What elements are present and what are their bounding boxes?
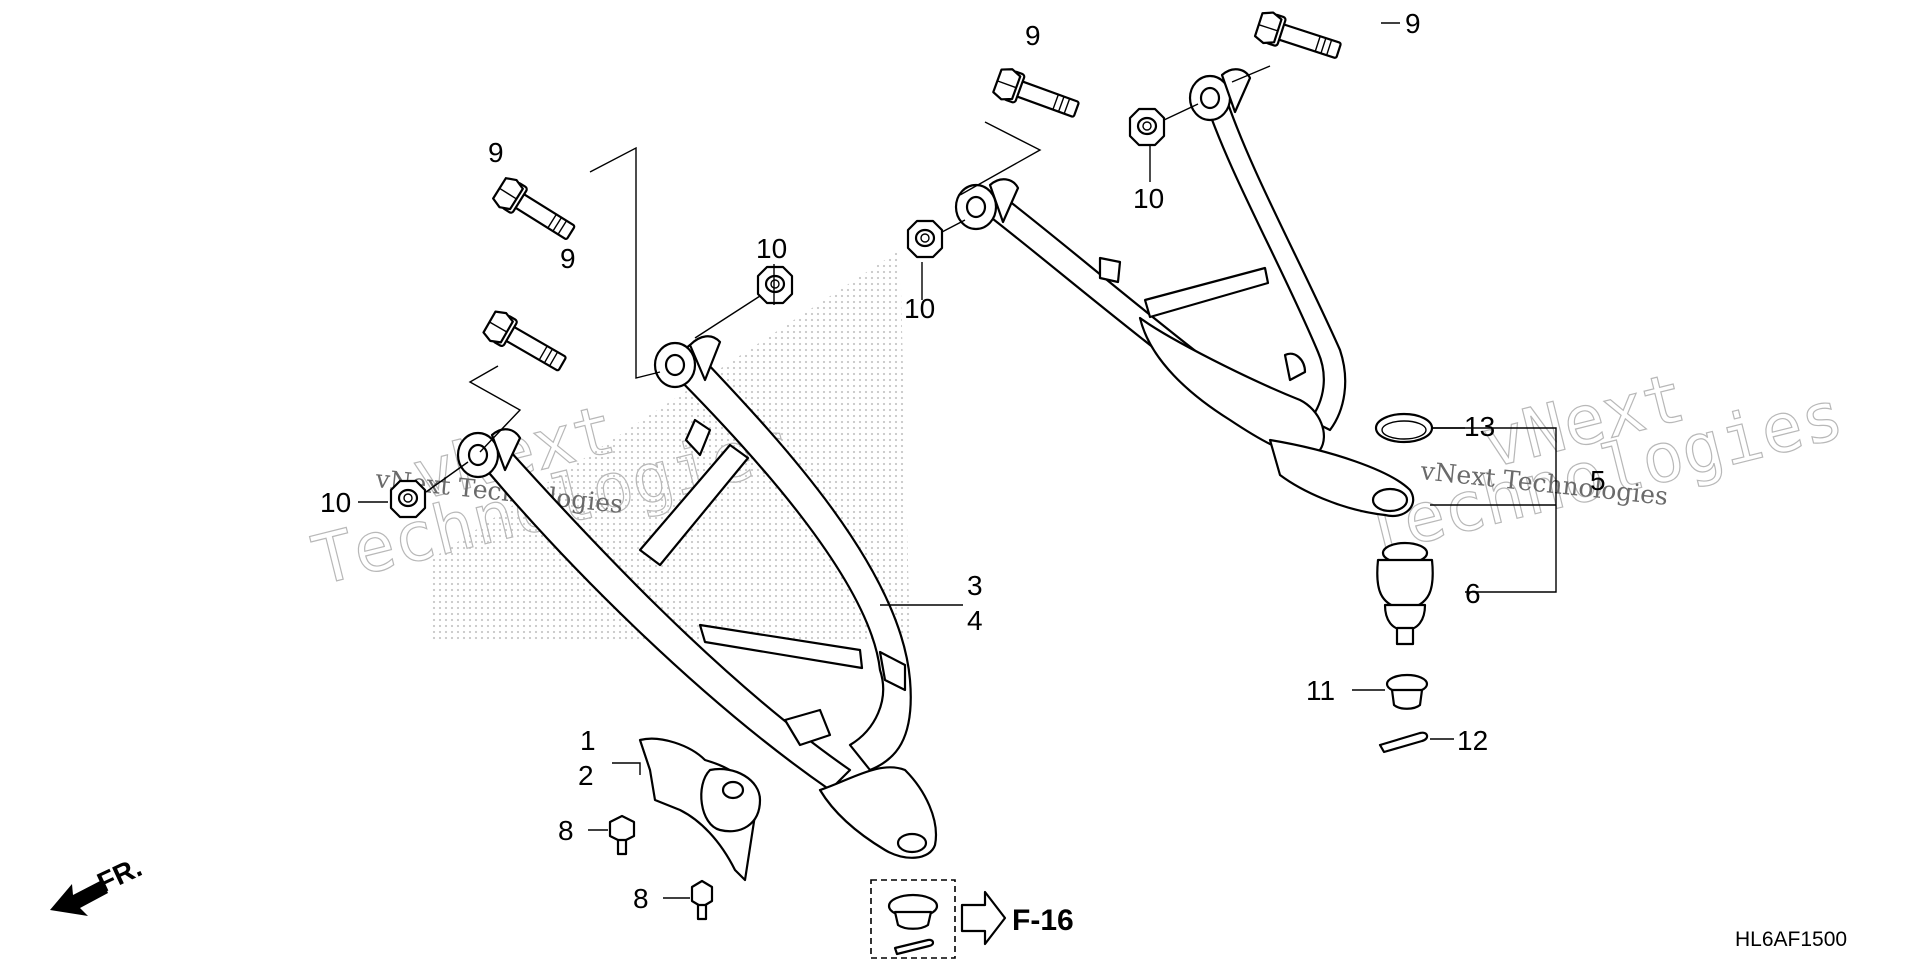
reference-arrow-icon: [960, 890, 1007, 946]
snap-ring: [1374, 412, 1434, 444]
bolt-9-c: [990, 64, 1083, 126]
bolt-8-upper: [608, 814, 636, 856]
callout-1: 1: [580, 725, 596, 756]
reference-f16: F-16: [870, 879, 1074, 959]
callout-13: 13: [1464, 411, 1495, 442]
callout-10-upper-front: 10: [1133, 183, 1164, 214]
bolt-8-lower: [690, 879, 714, 921]
callout-6: 6: [1465, 578, 1481, 609]
front-arrow-icon: [50, 880, 108, 916]
callout-9-c: 9: [1025, 20, 1041, 51]
callout-labels: 1 2 3 4 5 6 8 8 9 9 9 9 10 10 10 10 11 1…: [320, 8, 1606, 914]
upper-arm: [954, 68, 1415, 518]
callout-8-lower: 8: [633, 883, 649, 914]
nut-10-left: [389, 479, 427, 519]
front-marker: FR.: [50, 851, 146, 916]
callout-10-left: 10: [320, 487, 351, 518]
skid-guard: [638, 737, 762, 882]
watermark: vNext Technologies vNext Technologies vN…: [304, 250, 1851, 640]
nut-10-center: [756, 265, 794, 305]
nut-10-upper-rear: [906, 219, 944, 259]
nut-10-upper-front: [1128, 107, 1166, 147]
callout-10-center: 10: [756, 233, 787, 264]
lower-arm: [456, 335, 938, 859]
callout-9-a: 9: [488, 137, 504, 168]
callout-9-b: 9: [560, 243, 576, 274]
ball-joint: [1376, 541, 1434, 646]
bolt-9-a: [489, 173, 581, 248]
callout-leaders: [358, 22, 1557, 899]
castle-nut: [1385, 673, 1429, 710]
callout-9-d: 9: [1405, 8, 1421, 39]
callout-4: 4: [967, 605, 983, 636]
callout-11: 11: [1306, 675, 1335, 706]
cotter-pin: [1378, 731, 1429, 754]
bolt-9-d: [1252, 8, 1345, 67]
callout-8-upper: 8: [558, 815, 574, 846]
callout-2: 2: [578, 760, 594, 791]
callout-10-upper-rear: 10: [904, 293, 935, 324]
callout-12: 12: [1457, 725, 1488, 756]
callout-5: 5: [1590, 465, 1606, 496]
callout-3: 3: [967, 570, 983, 601]
diagram-code: HL6AF1500: [1735, 928, 1847, 951]
assembly-lines: [425, 65, 1271, 493]
reference-label: F-16: [1012, 904, 1074, 937]
